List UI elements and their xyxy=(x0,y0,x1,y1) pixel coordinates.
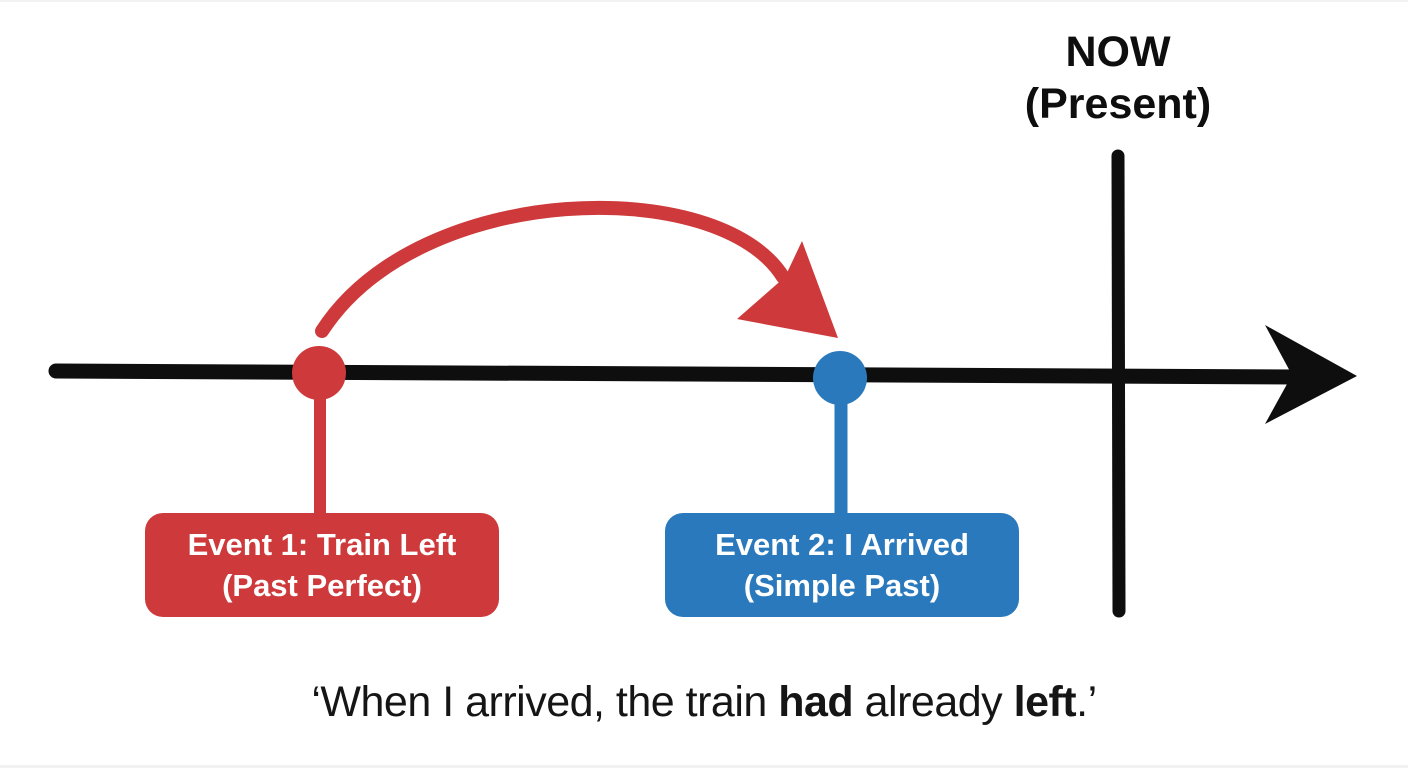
sentence-segment-bold-had: had xyxy=(778,678,854,726)
event1-box-line1: Event 1: Train Left xyxy=(187,527,457,562)
sentence-segment: .’ xyxy=(1076,678,1097,726)
timeline-axis xyxy=(48,363,1306,385)
now-line xyxy=(1111,149,1126,618)
event1-box-line2: (Past Perfect) xyxy=(222,568,422,603)
event2-box: Event 2: I Arrived (Simple Past) xyxy=(665,513,1019,617)
now-label: NOW (Present) xyxy=(1025,26,1211,130)
sentence-segment-bold-left: left xyxy=(1013,678,1077,726)
sequence-arc-arrow xyxy=(315,200,790,338)
timeline-arrowhead-icon xyxy=(1265,325,1357,424)
event2-box-line2: (Simple Past) xyxy=(743,568,941,603)
event1-dot xyxy=(292,346,346,400)
event2-dot xyxy=(813,351,867,405)
now-label-line1: NOW xyxy=(1065,28,1171,76)
sequence-arc-arrowhead-icon xyxy=(737,241,838,338)
bottom-edge-divider xyxy=(0,765,1408,768)
example-sentence: ‘When I arrived, the train had already l… xyxy=(0,676,1408,728)
event2-box-line1: Event 2: I Arrived xyxy=(715,527,969,562)
sentence-segment: already xyxy=(853,678,1014,726)
now-label-line2: (Present) xyxy=(1024,80,1212,128)
sentence-segment: ‘When I arrived, the train xyxy=(311,678,779,726)
top-edge-divider xyxy=(0,0,1408,2)
event1-box: Event 1: Train Left (Past Perfect) xyxy=(145,513,499,617)
